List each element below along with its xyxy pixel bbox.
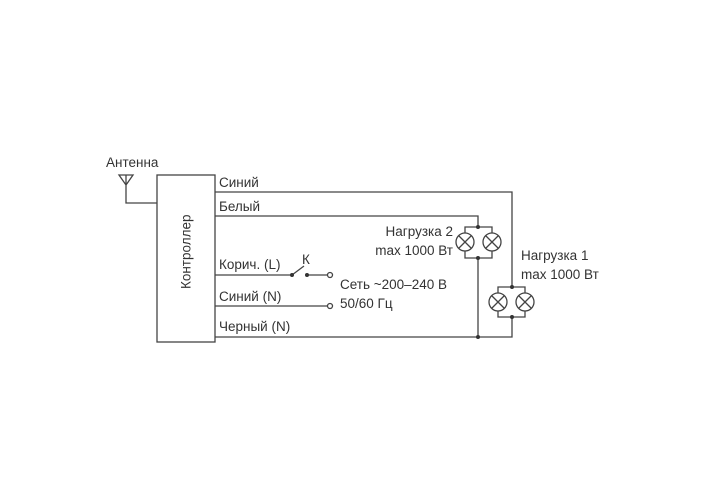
mains-voltage: Сеть ~200–240 В	[340, 277, 447, 292]
wire-blue	[215, 191, 513, 287]
wire-blue-n-label: Синий (N)	[219, 289, 282, 304]
load2-name: Нагрузка 2	[385, 224, 453, 239]
controller-box	[156, 174, 216, 343]
load1-name: Нагрузка 1	[521, 248, 589, 263]
wire-black	[215, 317, 513, 338]
load2-max: max 1000 Вт	[375, 243, 453, 258]
wire-white	[215, 215, 479, 227]
antenna-icon	[117, 174, 157, 204]
mains-terminal-l	[326, 271, 334, 279]
mains-frequency: 50/60 Гц	[340, 296, 393, 311]
wire-white-label: Белый	[219, 199, 261, 214]
wire-blue-label: Синий	[219, 175, 259, 190]
wire-black-label: Черный (N)	[219, 319, 291, 334]
wire-brown-label: Корич. (L)	[219, 257, 281, 272]
junction-dots	[290, 225, 514, 339]
load1-lamps	[488, 286, 535, 318]
mains-terminal-n	[326, 302, 334, 310]
switch-label: К	[302, 252, 310, 267]
load1-max: max 1000 Вт	[521, 267, 599, 282]
controller-label: Контроллер	[178, 214, 194, 290]
load2-lamps	[455, 226, 502, 259]
antenna-label: Антенна	[106, 155, 159, 170]
